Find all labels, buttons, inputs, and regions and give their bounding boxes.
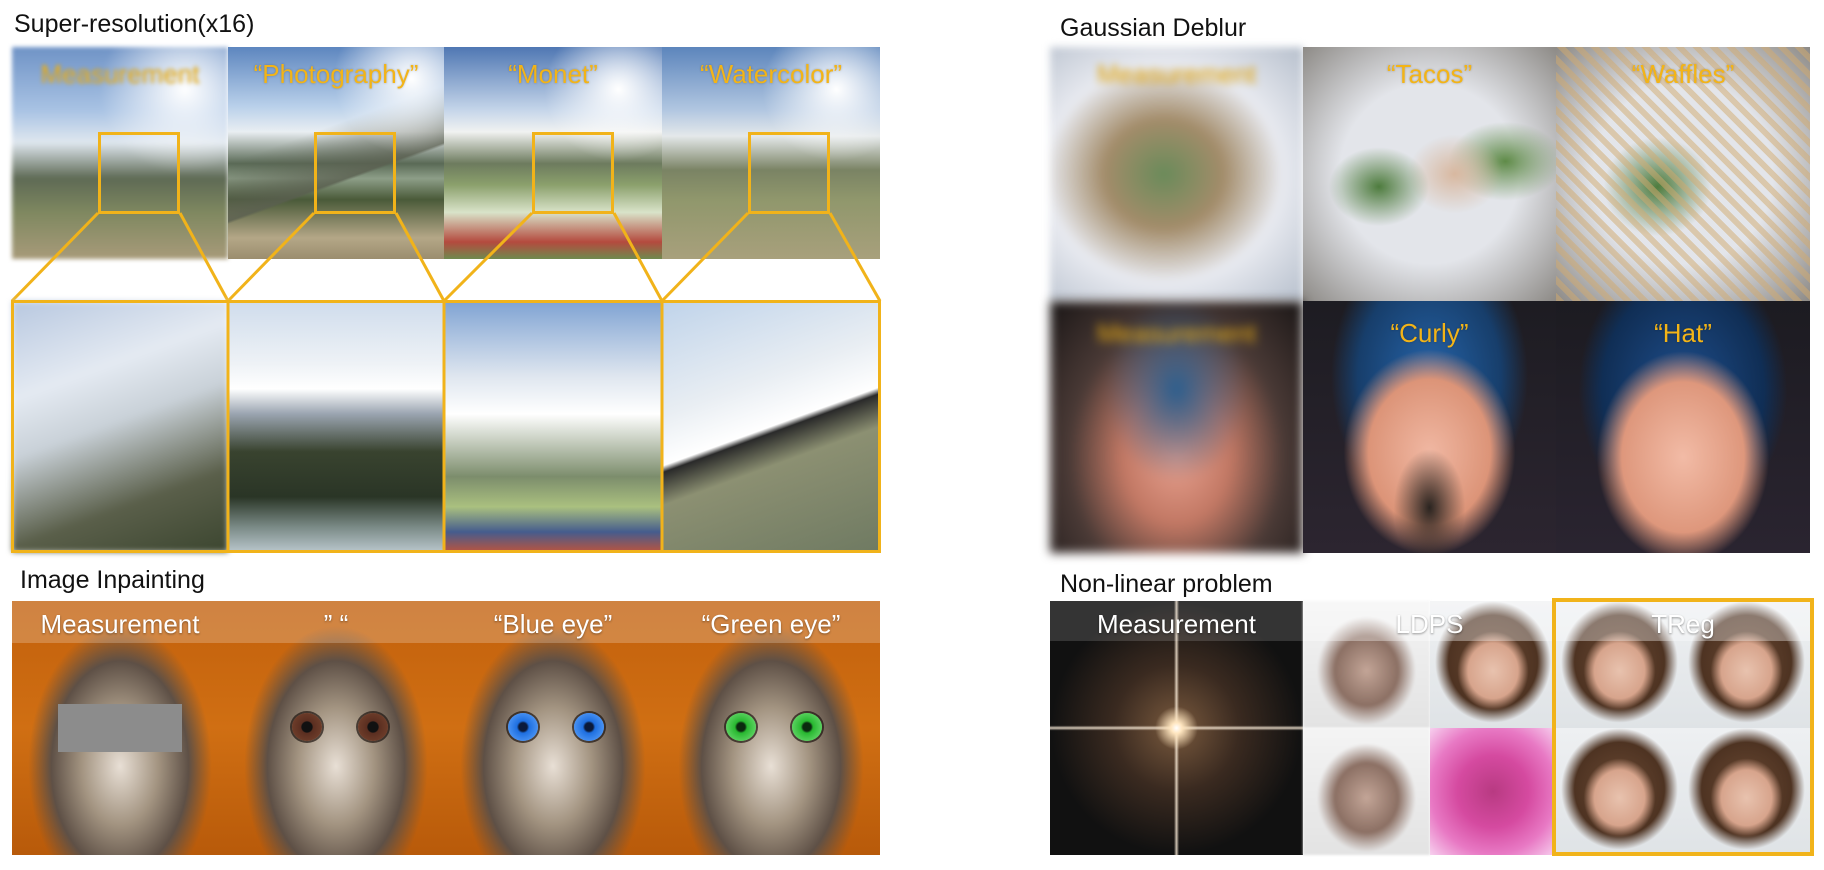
sr-photography-label: “Photography” <box>253 59 419 89</box>
inpaint-empty-prompt-label: ” “ <box>323 609 349 639</box>
inpaint-measurement-image: Measurement <box>12 601 228 855</box>
deblur-hat-label: “Hat” <box>1654 318 1712 348</box>
nonlinear-label-band-1 <box>1050 601 1303 641</box>
blue-eye-left <box>508 713 538 741</box>
brown-eye-left <box>292 713 322 741</box>
nonlinear-measurement-label: Measurement <box>1097 609 1256 639</box>
deblur-curly-label: “Curly” <box>1390 318 1469 348</box>
treg-label: TReg <box>1651 609 1715 639</box>
sr-zoom-box-1 <box>98 132 180 214</box>
ldps-label-band <box>1303 601 1556 641</box>
sr-zoom-box-3 <box>532 132 614 214</box>
ldps-result-4 <box>1430 728 1556 855</box>
ldps-result-3 <box>1303 728 1430 855</box>
treg-result-2 <box>1683 601 1810 728</box>
ldps-result-1 <box>1303 601 1430 728</box>
blue-eye-right <box>574 713 604 741</box>
sr-watercolor-label: “Watercolor” <box>699 59 843 89</box>
treg-result-1 <box>1556 601 1683 728</box>
deblur-tacos-image: “Tacos” <box>1303 47 1556 301</box>
inpaint-blue-eye-label: “Blue eye” <box>493 609 613 639</box>
non-linear-title: Non-linear problem <box>1060 570 1273 598</box>
sr-zoom-measurement <box>12 301 228 552</box>
inpaint-blue-eye-image: “Blue eye” <box>444 601 662 855</box>
super-resolution-title: Super-resolution(x16) <box>14 10 255 38</box>
sr-zoom-photography <box>228 301 444 552</box>
inpaint-label-band-3 <box>444 601 662 643</box>
inpaint-green-eye-label: “Green eye” <box>701 609 841 639</box>
green-eye-right <box>792 713 822 741</box>
deblur-face-measurement-label: Measurement <box>1097 318 1256 348</box>
deblur-food-measurement-label: Measurement <box>1097 59 1256 89</box>
inpaint-label-band-1 <box>12 601 228 643</box>
inpaint-label-band-2 <box>228 601 444 643</box>
treg-result-4 <box>1683 728 1810 855</box>
sr-monet-label: “Monet” <box>508 59 598 89</box>
inpaint-label-band-4 <box>662 601 880 643</box>
nonlinear-measurement-image: Measurement <box>1050 601 1303 855</box>
deblur-hat-image: “Hat” <box>1556 301 1810 553</box>
ldps-label: LDPS <box>1395 609 1464 639</box>
sr-measurement-label: Measurement <box>40 59 200 89</box>
sr-zoom-box-2 <box>314 132 396 214</box>
gaussian-deblur-title: Gaussian Deblur <box>1060 14 1247 42</box>
inpaint-mask <box>58 704 182 752</box>
deblur-waffles-image: “Waffles” <box>1556 47 1810 301</box>
green-eye-left <box>726 713 756 741</box>
sr-zoom-monet <box>444 301 662 552</box>
treg-label-band <box>1556 601 1810 641</box>
deblur-curly-image: “Curly” <box>1303 301 1556 553</box>
ldps-result-2 <box>1430 601 1556 728</box>
brown-eye-right <box>358 713 388 741</box>
sr-zoom-frame <box>11 300 881 553</box>
treg-result-3 <box>1556 728 1683 855</box>
inpaint-empty-prompt-image: ” “ <box>228 601 444 855</box>
sr-zoom-box-4 <box>748 132 830 214</box>
sr-zoom-watercolor <box>662 301 880 552</box>
deblur-face-measurement: Measurement <box>1050 301 1303 553</box>
deblur-food-measurement: Measurement <box>1050 47 1303 301</box>
inpaint-measurement-label: Measurement <box>40 609 200 639</box>
image-inpainting-title: Image Inpainting <box>20 566 205 594</box>
deblur-tacos-label: “Tacos” <box>1386 59 1473 89</box>
inpaint-green-eye-image: “Green eye” <box>662 601 880 855</box>
deblur-waffles-label: “Waffles” <box>1631 59 1735 89</box>
treg-highlight-frame <box>1552 598 1814 856</box>
